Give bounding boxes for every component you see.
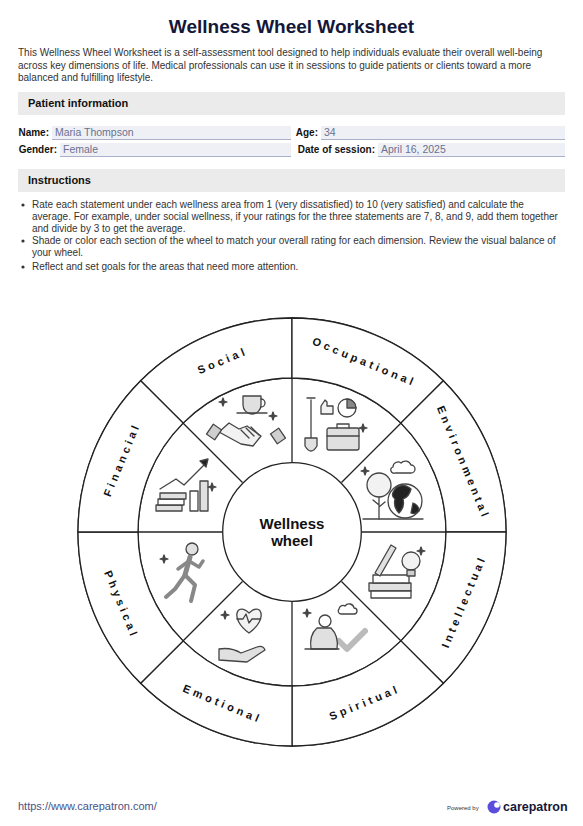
powered-by: Powered by <box>447 804 491 812</box>
intellectual-icon <box>369 545 425 598</box>
field-box: Gender:Female <box>60 143 291 157</box>
instruction-item: Reflect and set goals for the areas that… <box>32 261 565 273</box>
field-label: Name: <box>18 126 49 139</box>
field-value: Maria Thompson <box>52 126 291 139</box>
financial-icon <box>156 459 216 511</box>
instruction-item: Rate each statement under each wellness … <box>32 199 565 235</box>
center-circle-shape <box>223 463 362 602</box>
brand-name: carepatron <box>503 800 579 814</box>
segment-shape <box>401 381 506 532</box>
section-band: Patient information <box>18 92 565 115</box>
segment-outline <box>291 639 445 747</box>
segment-shape <box>78 381 183 532</box>
occupational-icon <box>305 398 367 451</box>
emotional-icon <box>219 609 265 662</box>
field-value: 34 <box>321 126 565 139</box>
field-label: Date of session: <box>298 143 375 156</box>
segment-outline <box>77 531 185 685</box>
segment-shape <box>78 532 183 683</box>
field-box: Date of session:April 16, 2025 <box>378 143 565 157</box>
wheel-segment: Environmental <box>399 379 507 533</box>
field-box: Age:34 <box>321 126 565 140</box>
wheel-center: Wellness wheel <box>222 462 362 602</box>
environmental-icon <box>361 461 423 519</box>
wheel-segment: Financial <box>77 379 185 533</box>
wheel-segment: Spiritual <box>291 639 445 747</box>
wheel-title: Wellness wheel <box>251 515 333 549</box>
field-label: Gender: <box>19 143 57 156</box>
wheel-segment: Physical <box>77 531 185 685</box>
footer-url: https://www.carepatron.com/ <box>18 800 238 813</box>
wheel-frame <box>78 318 506 746</box>
intro-text: This Wellness Wheel Worksheet is a self-… <box>18 47 565 85</box>
wheel-icons <box>156 396 425 662</box>
field-value: Female <box>60 143 291 156</box>
physical-icon <box>160 543 203 601</box>
segment-shape <box>292 641 443 746</box>
band-heading: Patient information <box>18 92 565 115</box>
spiritual-icon <box>303 604 365 649</box>
page-title: Wellness Wheel Worksheet <box>0 16 583 38</box>
instruction-item: Shade or color each section of the wheel… <box>32 235 565 259</box>
segment-outline <box>399 379 507 533</box>
field-value: April 16, 2025 <box>378 143 565 156</box>
segment-outline <box>77 379 185 533</box>
social-icon <box>206 396 285 446</box>
bullet-dots <box>21 203 24 268</box>
band-heading: Instructions <box>18 169 565 192</box>
field-box: Name:Maria Thompson <box>52 126 291 140</box>
section-band: Instructions <box>18 169 565 192</box>
field-label: Age: <box>296 126 318 139</box>
brand-logo <box>488 801 501 814</box>
